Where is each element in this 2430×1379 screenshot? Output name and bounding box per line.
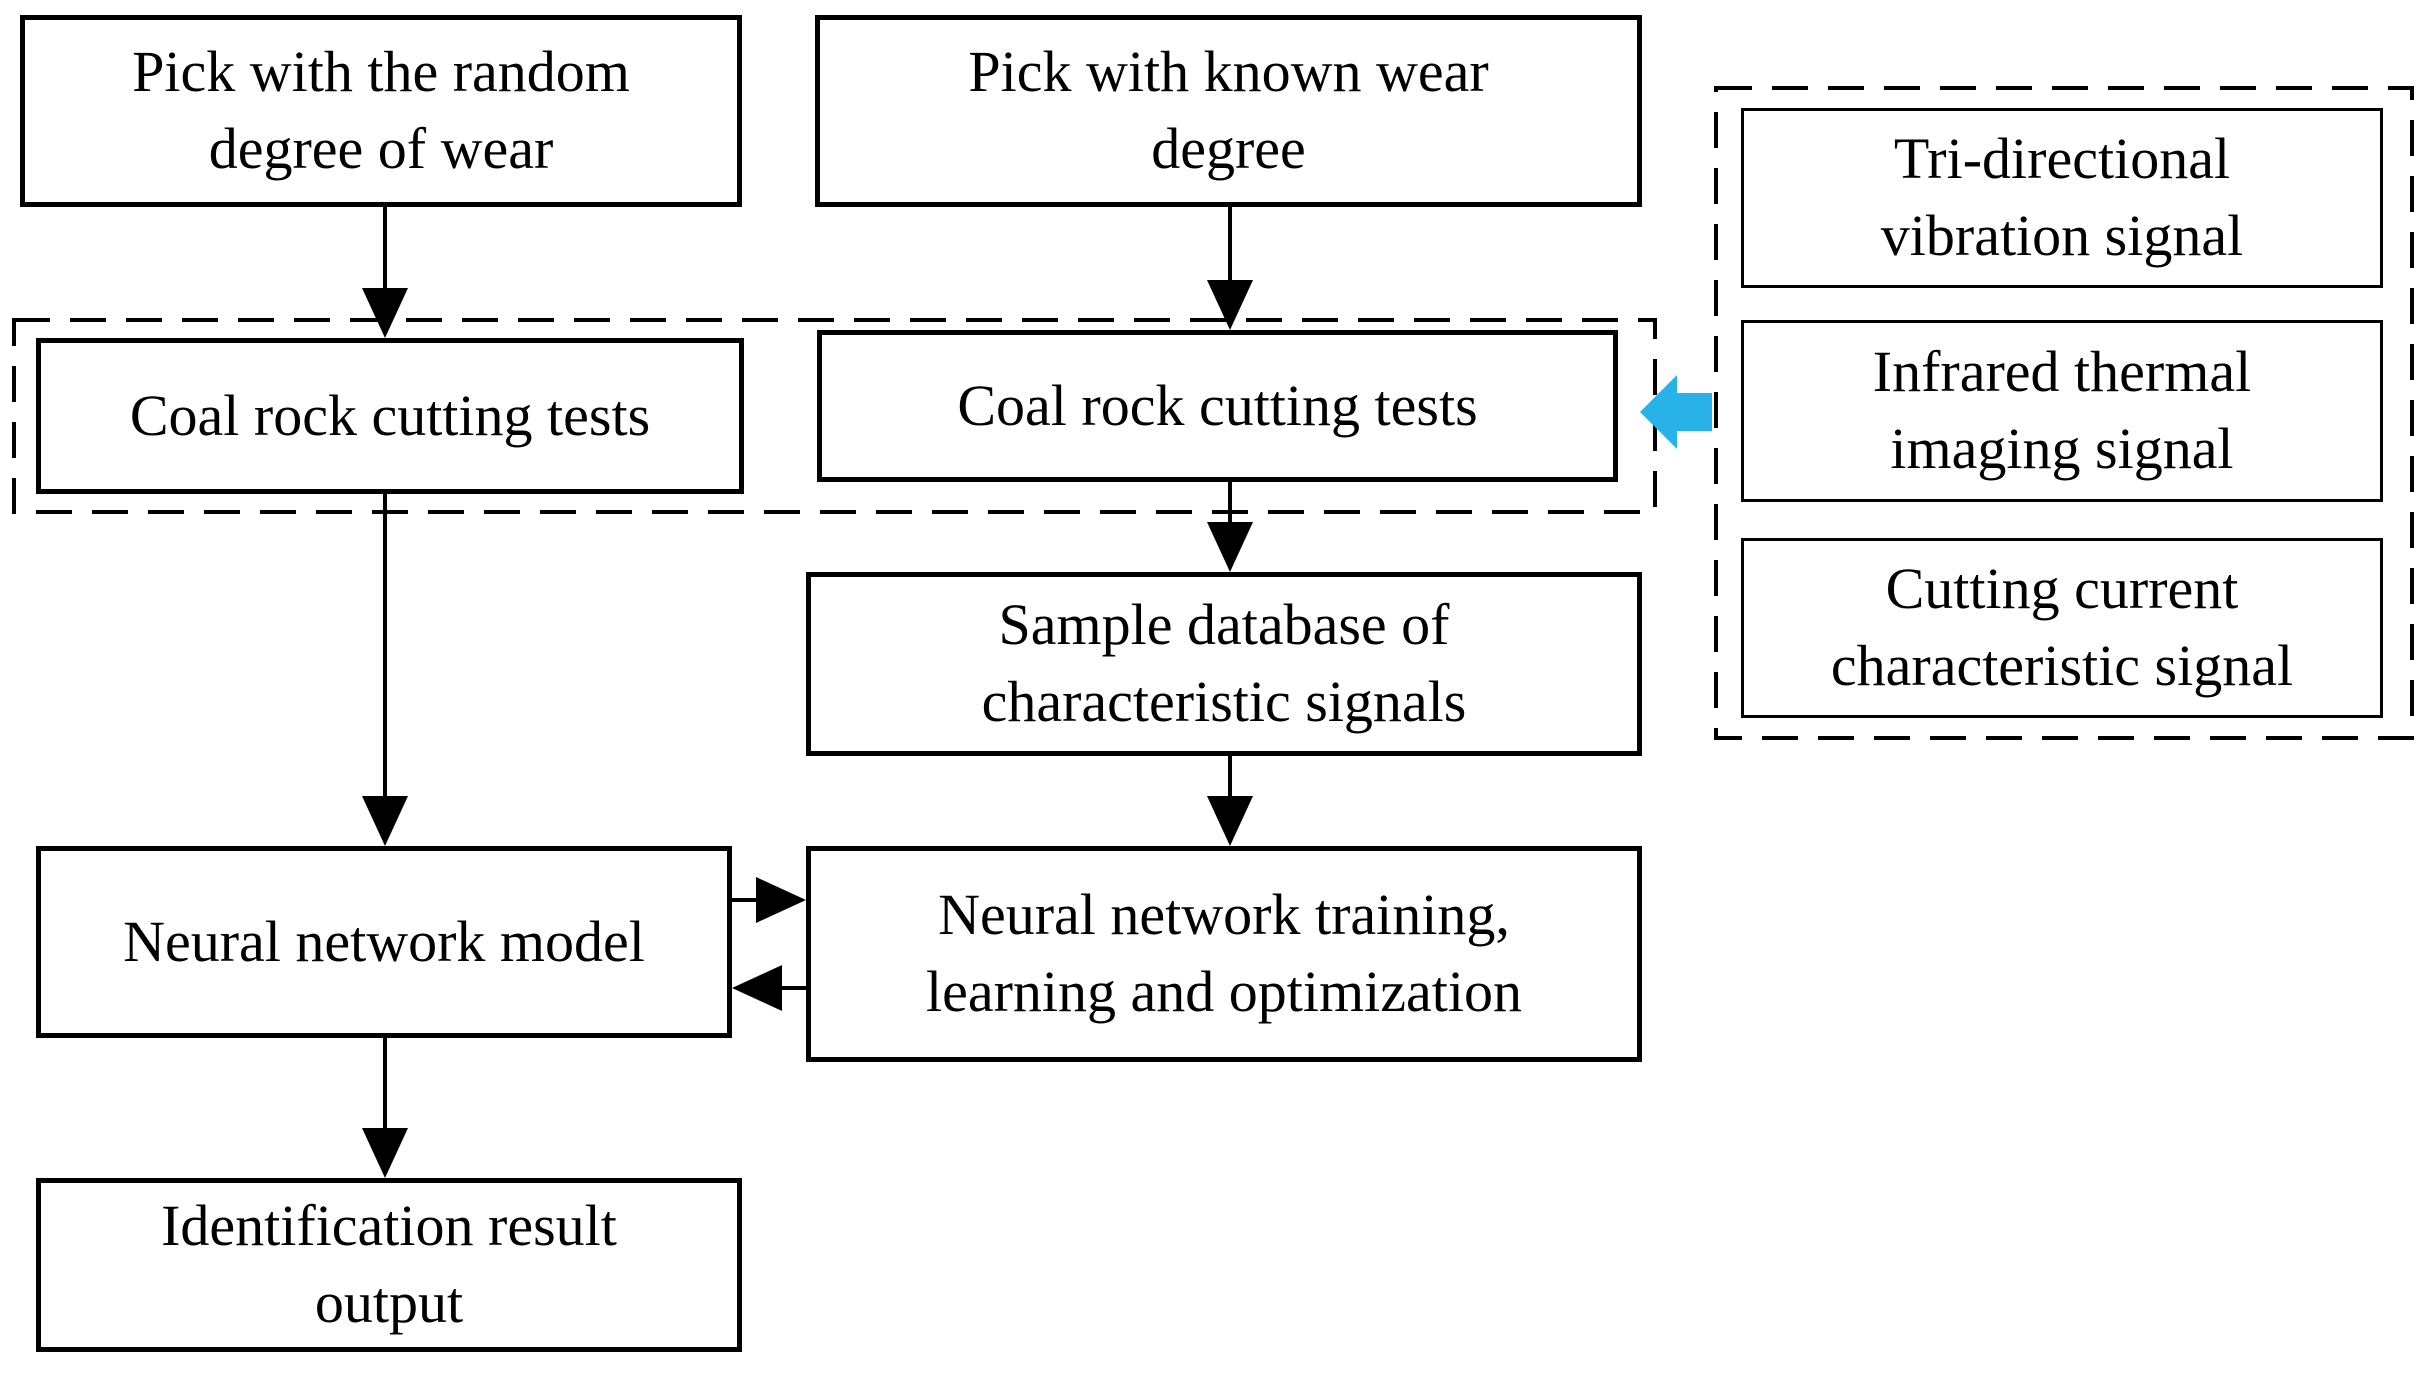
- signals-dashed-group-border: [1714, 86, 2414, 740]
- node-label-line: characteristic signals: [981, 669, 1467, 734]
- node-label-line: characteristic signal: [1830, 633, 2294, 698]
- node-label-line: imaging signal: [1890, 416, 2234, 481]
- node-label-line: degree: [1151, 116, 1306, 181]
- node-label-line: degree of wear: [208, 116, 554, 181]
- node-label-line: Tri-directional: [1893, 126, 2231, 192]
- node-cutting-current-characteristic-signal: Cutting current characteristic signal: [1741, 538, 2383, 718]
- node-label-line: Identification result: [161, 1193, 617, 1259]
- node-coal-rock-cutting-tests-left: Coal rock cutting tests: [36, 338, 744, 494]
- node-label-line: Neural network training,: [938, 882, 1510, 948]
- node-tri-directional-vibration-signal: Tri-directional vibration signal: [1741, 108, 2383, 288]
- node-pick-known-wear: Pick with known wear degree: [815, 15, 1642, 207]
- arrow-nn-model-to-id-output: [362, 1038, 408, 1178]
- node-neural-network-training: Neural network training, learning and op…: [806, 846, 1642, 1062]
- arrow-sample-db-to-nn-training: [1207, 756, 1253, 846]
- node-coal-rock-cutting-tests-right: Coal rock cutting tests: [817, 330, 1618, 482]
- node-label-line: Coal rock cutting tests: [957, 372, 1478, 438]
- arrow-nn-model-to-nn-training: [732, 877, 806, 923]
- node-label-line: Cutting current: [1885, 556, 2239, 622]
- arrow-nn-training-to-nn-model: [732, 965, 806, 1011]
- arrow-coal-right-to-sample-db: [1207, 482, 1253, 572]
- signals-to-cutting-tests-highlight-arrow: [1640, 375, 1712, 449]
- node-infrared-thermal-imaging-signal: Infrared thermal imaging signal: [1741, 320, 2383, 502]
- node-label-line: Infrared thermal: [1872, 339, 2252, 405]
- arrow-pick-known-to-coal-right: [1207, 207, 1253, 330]
- node-label-line: Sample database of: [998, 592, 1450, 658]
- node-label-line: Neural network model: [123, 908, 645, 974]
- node-label-line: output: [314, 1270, 464, 1335]
- node-identification-result-output: Identification result output: [36, 1178, 742, 1352]
- arrow-pick-random-to-coal-left: [362, 207, 408, 338]
- node-label-line: Coal rock cutting tests: [129, 382, 651, 448]
- node-neural-network-model: Neural network model: [36, 846, 732, 1038]
- node-sample-database: Sample database of characteristic signal…: [806, 572, 1642, 756]
- arrow-coal-left-to-nn-model: [362, 494, 408, 846]
- node-label-line: vibration signal: [1880, 203, 2244, 268]
- node-pick-random-wear: Pick with the random degree of wear: [20, 15, 742, 207]
- node-label-line: Pick with known wear: [968, 39, 1489, 105]
- node-label-line: learning and optimization: [926, 959, 1522, 1024]
- node-label-line: Pick with the random: [132, 39, 630, 105]
